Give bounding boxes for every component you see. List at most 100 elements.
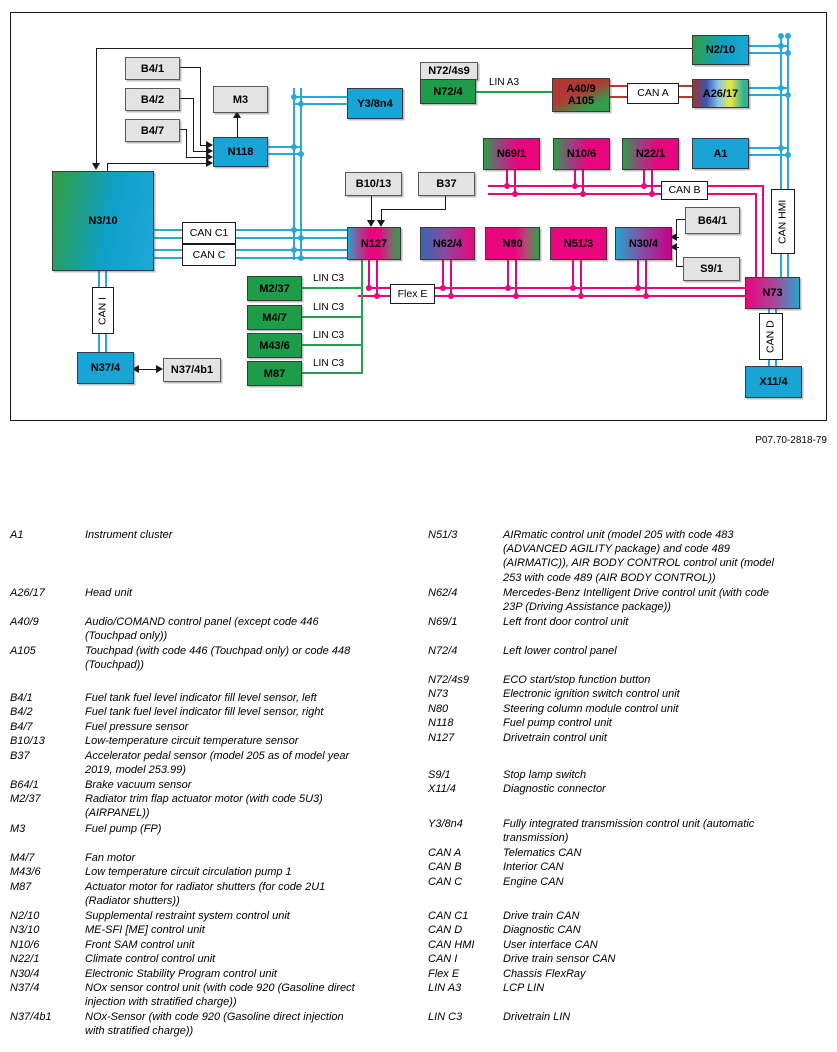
node-n3-10: N3/10 (52, 171, 154, 271)
legend-code: M43/6 (10, 866, 41, 878)
can-hmi-bus-segment (747, 87, 789, 89)
signal-wire (178, 98, 194, 99)
junction-dot (570, 285, 576, 291)
arrowhead (377, 220, 385, 227)
arrowhead (233, 111, 241, 118)
can-b-bus-segment (506, 168, 508, 187)
signal-wire (186, 157, 206, 158)
lin-c3-line (300, 316, 363, 318)
legend-row: Flex E Chassis FlexRay (428, 967, 808, 981)
legend-desc: Fuel tank fuel level indicator fill leve… (85, 692, 317, 704)
can-c-bus-segment (293, 88, 295, 260)
legend-code: N2/10 (10, 910, 40, 922)
junction-dot (785, 33, 791, 39)
bus-label-lin-c3: LIN C3 (313, 273, 345, 284)
legend-code: CAN A (428, 847, 462, 859)
legend-code: A105 (10, 645, 36, 657)
legend-desc: Fuel tank fuel level indicator fill leve… (85, 706, 324, 718)
junction-dot (298, 151, 304, 157)
bus-label-can-c1: CAN C1 (182, 222, 236, 244)
flex-e-bus-segment (368, 258, 370, 289)
legend-desc: Actuator motor for radiator shutters (fo… (85, 881, 326, 908)
signal-wire (445, 194, 446, 210)
arrowhead (206, 153, 213, 161)
node-n73: N73 (745, 277, 800, 309)
flex-e-bus-segment (515, 258, 517, 297)
signal-wire (200, 67, 201, 146)
legend-desc: Fully integrated transmission control un… (503, 818, 755, 845)
bus-label-can-d: CAN D (759, 313, 783, 360)
node-n69-1: N69/1 (483, 138, 540, 170)
bus-label-lin-a3: LIN A3 (489, 77, 520, 88)
legend-row: A1 Instrument cluster (10, 528, 390, 542)
node-b4-2: B4/2 (125, 88, 180, 111)
legend-row: CAN A Telematics CAN (428, 846, 808, 860)
junction-dot (513, 293, 519, 299)
can-b-bus-segment (582, 168, 584, 195)
node-m87: M87 (247, 361, 302, 386)
legend-desc: Instrument cluster (85, 529, 173, 541)
bus-label-lin-c3: LIN C3 (313, 330, 345, 341)
legend-code: CAN D (428, 924, 463, 936)
legend-code: N10/6 (10, 939, 40, 951)
legend-code: B64/1 (10, 779, 39, 791)
drawing-number: P07.70-2818-79 (755, 435, 827, 446)
node-b10-13: B10/13 (345, 172, 402, 196)
signal-wire (96, 48, 692, 49)
legend-code: LIN C3 (428, 1011, 463, 1023)
node-n72-4s9: N72/4s9 (420, 62, 478, 80)
node-m2-37: M2/37 (247, 276, 302, 301)
legend-code: A1 (10, 529, 24, 541)
signal-wire (381, 209, 382, 221)
diagram-border (10, 12, 827, 421)
junction-dot (291, 227, 297, 233)
can-c-bus-segment (266, 153, 302, 155)
legend-desc: Telematics CAN (503, 847, 582, 859)
node-b4-7: B4/7 (125, 119, 180, 142)
legend-desc: Mercedes-Benz Intelligent Drive control … (503, 587, 769, 614)
legend-desc: Front SAM control unit (85, 939, 195, 951)
node-m4-7: M4/7 (247, 305, 302, 330)
legend-desc: ECO start/stop function button (503, 674, 651, 686)
junction-dot (649, 191, 655, 197)
legend-code: M2/37 (10, 793, 41, 805)
legend-desc: Left front door control unit (503, 616, 629, 628)
can-hmi-bus-segment (747, 45, 789, 47)
legend-desc: Drivetrain control unit (503, 732, 607, 744)
bus-label-lin-c3: LIN C3 (313, 358, 345, 369)
legend-code: Flex E (428, 968, 460, 980)
flex-e-bus-segment (507, 258, 509, 289)
can-b-bus-segment (488, 193, 757, 195)
legend-desc: Audio/COMAND control panel (except code … (85, 616, 319, 643)
flex-e-bus-segment (572, 258, 574, 289)
legend-code: N73 (428, 688, 449, 700)
legend-code: N72/4s9 (428, 674, 469, 686)
legend-desc: Chassis FlexRay (503, 968, 586, 980)
can-hmi-bus-segment (747, 147, 789, 149)
legend-code: X11/4 (428, 783, 456, 795)
legend-code: B10/13 (10, 735, 45, 747)
junction-dot (778, 33, 784, 39)
junction-dot (298, 255, 304, 261)
legend-code: CAN C1 (428, 910, 469, 922)
legend-code: M3 (10, 823, 26, 835)
can-b-bus-segment (514, 168, 516, 195)
can-b-bus-segment (643, 168, 645, 187)
can-hmi-bus-segment (747, 154, 789, 156)
flex-e-bus-segment (366, 287, 745, 289)
arrowhead (670, 243, 677, 251)
can-hmi-bus-segment (780, 35, 782, 277)
legend-code: Y3/8n4 (428, 818, 463, 830)
signal-wire (178, 129, 187, 130)
signal-wire (676, 237, 679, 238)
flex-e-bus-segment (376, 258, 378, 297)
legend-desc: Radiator trim flap actuator motor (with … (85, 793, 323, 820)
